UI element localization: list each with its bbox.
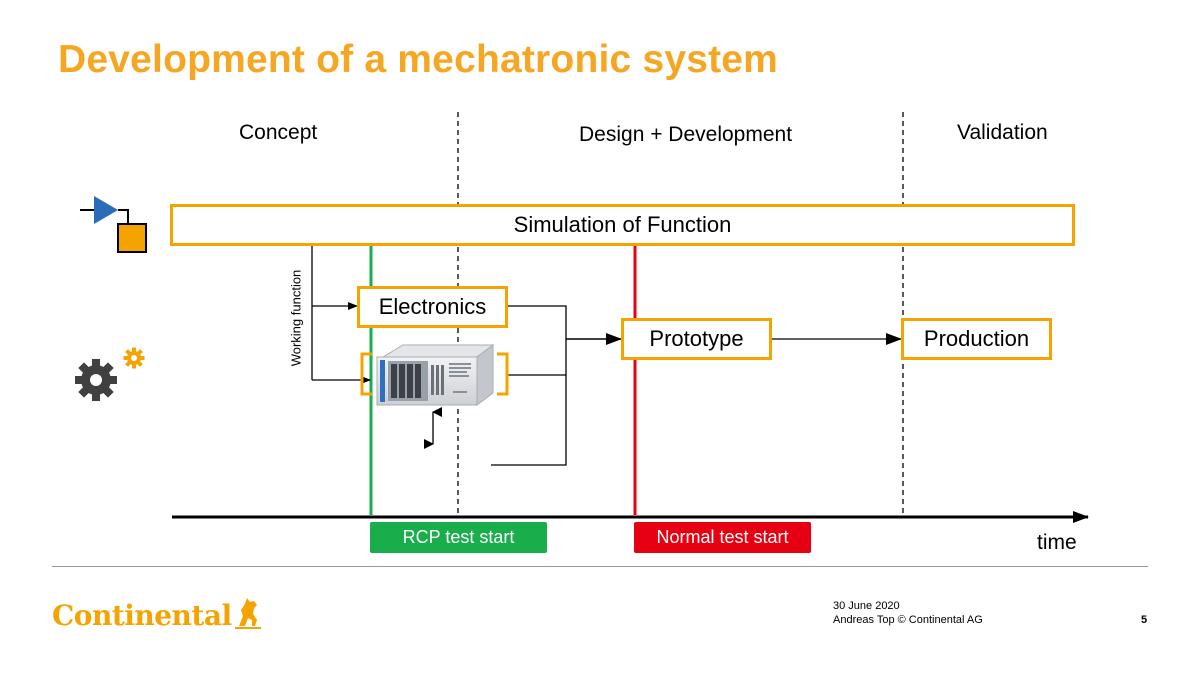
gears-icon	[75, 347, 145, 401]
footer-author: Andreas Top © Continental AG	[833, 614, 983, 626]
phase-concept: Concept	[239, 121, 318, 144]
electronics-box: Electronics	[357, 286, 508, 328]
phase-validation: Validation	[957, 121, 1048, 144]
prototype-box: Prototype	[621, 318, 772, 360]
horse-icon	[234, 598, 261, 629]
continental-logo: Continental	[52, 590, 263, 630]
slide-title: Development of a mechatronic system	[58, 38, 779, 81]
footer-divider	[52, 566, 1148, 567]
rcp-hardware-icon	[376, 344, 495, 406]
rcp-test-start-badge: RCP test start	[370, 522, 547, 553]
simulation-of-function-box: Simulation of Function	[170, 204, 1075, 246]
simulation-block-icon	[80, 196, 147, 253]
bracket-left	[360, 352, 372, 396]
page-number: 5	[1141, 614, 1148, 626]
phase-design-development: Design + Development	[579, 123, 793, 146]
normal-test-start-badge: Normal test start	[634, 522, 811, 553]
footer-date: 30 June 2020	[833, 600, 900, 612]
working-function-label: Working function	[288, 269, 304, 367]
logo-wordmark: Continental	[52, 599, 232, 632]
time-axis-label: time	[1037, 531, 1077, 554]
production-box: Production	[901, 318, 1052, 360]
bracket-right	[497, 352, 509, 396]
